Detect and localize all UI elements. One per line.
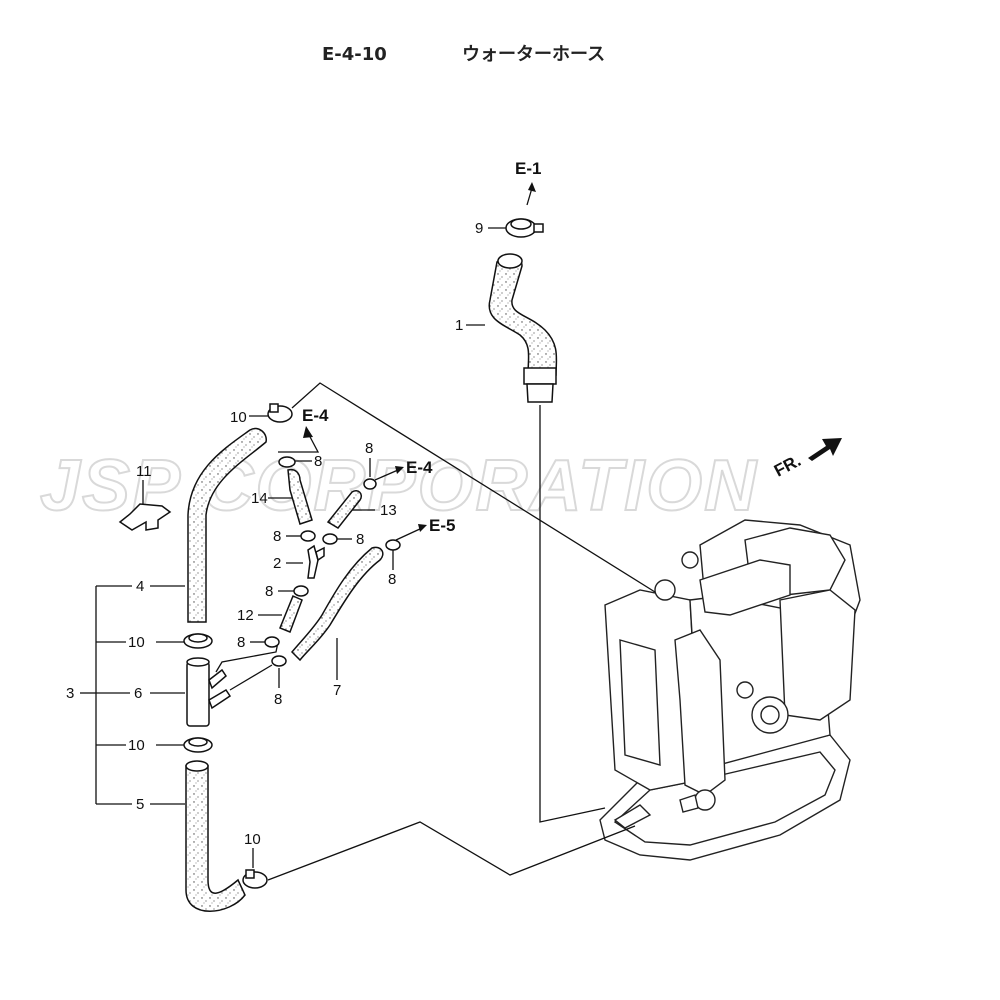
clamp-9 [505, 218, 544, 238]
front-label: FR. [771, 451, 804, 481]
leader-joint-lower [229, 664, 273, 691]
hose-12 [279, 595, 303, 633]
hose-4 [187, 427, 267, 623]
ref-e1: E-1 [515, 159, 541, 178]
e4-right-arrow-icon [395, 466, 404, 474]
joint-6 [186, 657, 232, 727]
clamp-10-top [267, 403, 293, 423]
hose-7 [290, 546, 384, 662]
clamp-10-middle [183, 633, 213, 649]
hose-14 [287, 468, 313, 525]
joint-2 [307, 544, 325, 579]
hose-13 [326, 489, 363, 529]
callout-7: 7 [333, 682, 341, 699]
leader-clamp-to-engine [291, 382, 656, 593]
hose-1 [488, 253, 558, 403]
e4-right-line [374, 469, 399, 481]
callout-10-lower: 10 [128, 737, 145, 754]
clamp-10-bottom [242, 869, 268, 889]
callout-8-f: 8 [265, 583, 273, 600]
hose-5 [185, 760, 246, 912]
callout-8-e: 8 [388, 571, 396, 588]
clamp-8e [385, 539, 401, 551]
callout-10-middle: 10 [128, 634, 145, 651]
e1-arrow-icon [528, 182, 536, 192]
callout-8-c: 8 [273, 528, 281, 545]
e5-line [395, 527, 423, 541]
callout-11: 11 [136, 463, 152, 480]
callout-1: 1 [455, 317, 463, 334]
cross-references: E-1 E-4 E-4 E-5 [302, 159, 541, 535]
callout-numbers: 9 1 10 11 8 14 8 13 8 8 8 2 8 12 8 8 7 3… [66, 220, 483, 848]
clamp-8g [264, 636, 280, 648]
e4-upper-line [278, 432, 320, 453]
callout-8-d: 8 [356, 531, 364, 548]
callout-8-h: 8 [274, 691, 282, 708]
clamp-8h [271, 655, 287, 667]
ref-e4-right: E-4 [406, 458, 433, 477]
e5-arrow-icon [418, 524, 427, 532]
diagram-code: E-4-10 [322, 44, 387, 65]
e4-upper-arrow-icon [303, 426, 313, 438]
callout-14: 14 [251, 490, 268, 507]
clamp-8f [293, 585, 309, 597]
front-arrow-icon [808, 438, 842, 461]
ref-e5: E-5 [429, 516, 455, 535]
callout-6: 6 [134, 685, 142, 702]
e1-arrow-line [526, 187, 533, 206]
callout-4: 4 [136, 578, 144, 595]
leader-lines [80, 182, 656, 881]
clamp-8d [322, 533, 338, 545]
clamp-8a [278, 456, 296, 468]
callout-3: 3 [66, 685, 74, 702]
engine-assembly-illustration [599, 519, 861, 861]
callout-8-b: 8 [365, 440, 373, 457]
leader-hose1-to-engine [539, 405, 606, 823]
callout-10-bottom: 10 [244, 831, 261, 848]
front-direction-indicator: FR. [771, 438, 842, 481]
clamp-8c [300, 530, 316, 542]
leader-hose5-to-engine [267, 821, 636, 881]
callout-2: 2 [273, 555, 281, 572]
leader-joint-upper [215, 641, 279, 673]
clamp-8b [363, 478, 377, 490]
callout-10-top: 10 [230, 409, 247, 426]
bracket-11 [118, 503, 172, 531]
ref-e4-upper: E-4 [302, 406, 329, 425]
callout-13: 13 [380, 502, 397, 519]
callout-9: 9 [475, 220, 483, 237]
diagram-title: ウォーターホース [462, 44, 605, 65]
callout-8-g: 8 [237, 634, 245, 651]
callout-12: 12 [237, 607, 254, 624]
clamp-10-lower [183, 737, 213, 753]
callout-8-a: 8 [314, 453, 322, 470]
callout-5: 5 [136, 796, 144, 813]
